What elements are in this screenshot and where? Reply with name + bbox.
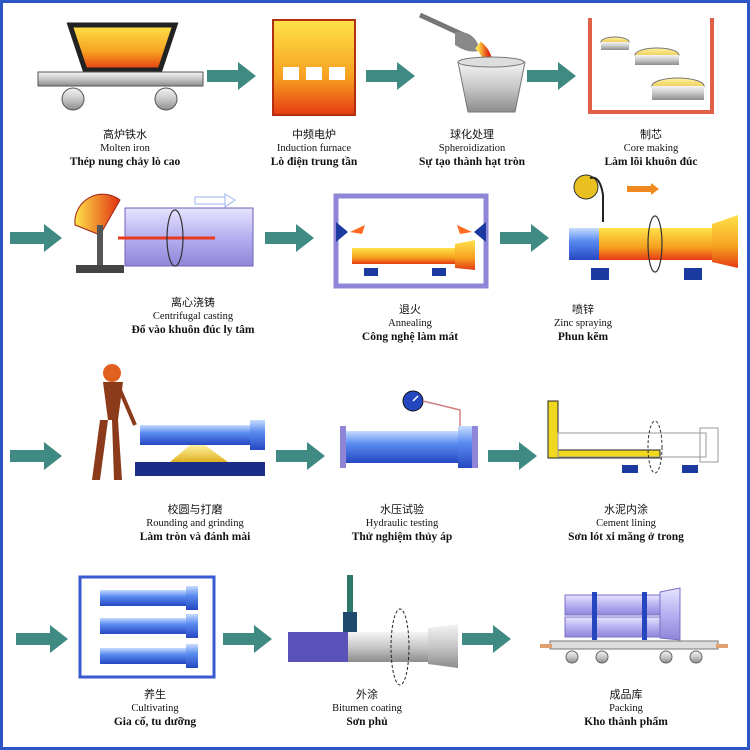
centrifugal-casting-illustration bbox=[74, 193, 254, 273]
caption-zh: 制芯 bbox=[640, 128, 662, 141]
annealing-illustration bbox=[333, 193, 489, 289]
core-making-illustration bbox=[588, 18, 714, 114]
caption-induction-furnace: 中频电炉 Induction furnace Lò điện trung tần bbox=[229, 128, 399, 170]
flow-arrows bbox=[10, 62, 576, 653]
caption-zh: 中频电炉 bbox=[292, 128, 336, 141]
caption-zh: 高炉铁水 bbox=[103, 128, 147, 141]
caption-vi: Đổ vào khuôn đúc ly tâm bbox=[131, 324, 255, 336]
caption-zh: 退火 bbox=[399, 303, 421, 316]
caption-hydraulic-testing: 水压试验 Hydraulic testing Thử nghiệm thủy á… bbox=[317, 503, 487, 545]
caption-zh: 离心浇铸 bbox=[171, 296, 215, 309]
caption-vi: Phun kẽm bbox=[557, 331, 609, 343]
caption-annealing: 退火 Annealing Công nghệ làm mát bbox=[325, 303, 495, 345]
caption-en: Spheroidization bbox=[438, 143, 506, 154]
caption-zinc-spraying: 喷锌 Zinc spraying Phun kẽm bbox=[498, 303, 668, 345]
rounding-grinding-illustration bbox=[92, 364, 265, 480]
caption-en: Core making bbox=[623, 143, 679, 154]
arrow-icon bbox=[265, 224, 314, 252]
caption-core-making: 制芯 Core making Làm lõi khuôn đúc bbox=[566, 128, 736, 170]
caption-vi: Thép nung chảy lò cao bbox=[69, 156, 181, 168]
caption-zh: 球化处理 bbox=[450, 128, 494, 141]
caption-en: Centrifugal casting bbox=[152, 311, 234, 322]
arrow-icon bbox=[366, 62, 415, 90]
caption-en: Rounding and grinding bbox=[146, 518, 244, 529]
caption-cultivating: 养生 Cultivating Gia cố, tu dưỡng bbox=[70, 688, 240, 730]
caption-en: Annealing bbox=[388, 318, 432, 329]
caption-vi: Sự tạo thành hạt tròn bbox=[419, 156, 525, 168]
caption-zh: 外涂 bbox=[356, 688, 378, 701]
arrow-icon bbox=[462, 625, 511, 653]
cultivating-illustration bbox=[78, 575, 216, 679]
caption-en: Molten iron bbox=[100, 143, 150, 154]
bitumen-coating-illustration bbox=[288, 575, 458, 686]
spheroidization-illustration bbox=[418, 12, 526, 113]
caption-en: Induction furnace bbox=[276, 143, 352, 154]
caption-vi: Làm tròn và đánh mài bbox=[139, 531, 251, 543]
arrow-icon bbox=[488, 442, 537, 470]
caption-vi: Kho thành phẩm bbox=[584, 716, 668, 728]
caption-vi: Công nghệ làm mát bbox=[361, 331, 459, 343]
caption-cement-lining: 水泥内涂 Cement lining Sơn lót xi măng ở tro… bbox=[541, 503, 711, 545]
induction-furnace-illustration bbox=[272, 19, 356, 116]
caption-vi: Thử nghiệm thủy áp bbox=[351, 531, 453, 543]
caption-zh: 水压试验 bbox=[380, 503, 424, 516]
molten-iron-illustration bbox=[37, 22, 204, 111]
caption-vi: Lò điện trung tần bbox=[270, 156, 358, 168]
caption-en: Bitumen coating bbox=[332, 703, 402, 714]
caption-bitumen-coating: 外涂 Bitumen coating Sơn phủ bbox=[282, 688, 452, 730]
caption-en: Cement lining bbox=[596, 518, 656, 529]
caption-en: Hydraulic testing bbox=[365, 518, 439, 529]
caption-molten-iron: 高炉铁水 Molten iron Thép nung chảy lò cao bbox=[40, 128, 210, 170]
caption-zh: 喷锌 bbox=[572, 303, 594, 316]
arrow-icon bbox=[276, 442, 325, 470]
caption-spheroidization: 球化处理 Spheroidization Sự tạo thành hạt tr… bbox=[387, 128, 557, 170]
caption-zh: 校圆与打磨 bbox=[167, 503, 223, 516]
caption-centrifugal-casting: 离心浇铸 Centrifugal casting Đổ vào khuôn đú… bbox=[108, 296, 278, 338]
arrow-icon bbox=[10, 442, 62, 470]
arrow-icon bbox=[16, 625, 68, 653]
caption-en: Packing bbox=[609, 703, 643, 714]
arrow-icon bbox=[500, 224, 549, 252]
caption-rounding-grinding: 校圆与打磨 Rounding and grinding Làm tròn và … bbox=[110, 503, 280, 545]
caption-vi: Gia cố, tu dưỡng bbox=[113, 716, 197, 728]
arrow-icon bbox=[207, 62, 256, 90]
packing-illustration bbox=[540, 587, 728, 664]
caption-en: Cultivating bbox=[131, 703, 179, 714]
zinc-spraying-illustration bbox=[569, 174, 738, 280]
arrow-icon bbox=[223, 625, 272, 653]
caption-vi: Làm lõi khuôn đúc bbox=[604, 156, 698, 168]
caption-vi: Sơn lót xi măng ở trong bbox=[568, 531, 684, 543]
caption-zh: 水泥内涂 bbox=[604, 503, 648, 516]
caption-en: Zinc spraying bbox=[553, 318, 613, 329]
caption-vi: Sơn phủ bbox=[346, 716, 388, 728]
caption-packing: 成品库 Packing Kho thành phẩm bbox=[541, 688, 711, 730]
cement-lining-illustration bbox=[547, 400, 719, 474]
arrow-icon bbox=[527, 62, 576, 90]
hydraulic-testing-illustration bbox=[340, 390, 478, 468]
arrow-icon bbox=[10, 224, 62, 252]
caption-zh: 成品库 bbox=[609, 688, 643, 701]
caption-zh: 养生 bbox=[144, 688, 166, 701]
